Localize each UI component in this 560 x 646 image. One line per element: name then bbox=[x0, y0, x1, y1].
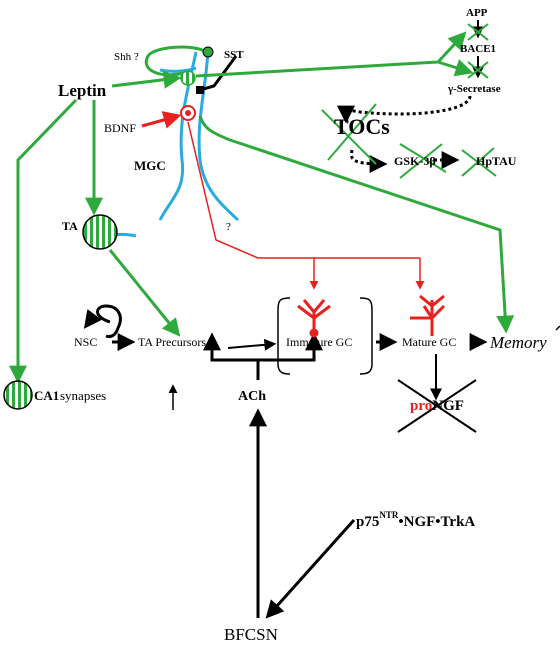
tocs-label: TOCs bbox=[334, 114, 390, 139]
bdnf-label: BDNF bbox=[104, 121, 136, 135]
sst-line bbox=[199, 55, 238, 92]
leptin-arrows bbox=[9, 31, 515, 384]
memory-up-arrow bbox=[555, 325, 560, 331]
shh-label: Shh ? bbox=[114, 51, 139, 63]
mature-gc-neuron-icon bbox=[410, 294, 446, 336]
ta-label: TA bbox=[62, 219, 78, 233]
progression-arrows bbox=[83, 304, 488, 619]
mgc-red-soma-core bbox=[185, 110, 191, 116]
ta-precursors-label: TA Precursors bbox=[138, 335, 206, 349]
ntr-superscript: NTR bbox=[379, 510, 399, 520]
bace1-label: BACE1 bbox=[460, 43, 496, 55]
ngf-trka-text: •NGF•TrkA bbox=[398, 514, 475, 530]
app-cascade bbox=[337, 20, 484, 173]
ngf-suffix: NGF bbox=[432, 398, 464, 414]
ca1-label: CA1 bbox=[34, 388, 59, 403]
red-arrows bbox=[141, 111, 425, 290]
gsk3b-label: GSK-3β bbox=[394, 154, 436, 168]
ach-label: ACh bbox=[238, 389, 266, 404]
mgc-label: MGC bbox=[134, 158, 166, 173]
immature-gc-bracket bbox=[277, 297, 373, 375]
sst-inhibitor-square bbox=[196, 86, 204, 94]
mgc-green-soma-icon bbox=[180, 70, 196, 86]
question-label: ? bbox=[226, 221, 231, 233]
immature-gc-label: Immature GC bbox=[286, 335, 352, 349]
app-label: APP bbox=[466, 7, 488, 19]
pro-ngf-label: proNGF bbox=[410, 398, 464, 414]
p75-text: p75 bbox=[356, 514, 379, 530]
bfcsn-label: BFCSN bbox=[224, 625, 278, 644]
hptau-label: HpTAU bbox=[476, 154, 517, 168]
nsc-label: NSC bbox=[74, 335, 97, 349]
p75-ngf-trka-label: p75NTR•NGF•TrkA bbox=[356, 510, 475, 530]
memory-label: Memory bbox=[489, 333, 547, 352]
pro-ngf-cross bbox=[397, 379, 477, 433]
synapses-label: synapses bbox=[60, 388, 106, 403]
gamma-secretase-label: γ-Secretase bbox=[447, 83, 501, 95]
crossed-out-marks bbox=[321, 23, 497, 179]
ta-cell-icon bbox=[82, 214, 118, 250]
pro-prefix: pro bbox=[410, 398, 432, 414]
sst-label: SST bbox=[224, 49, 244, 61]
leptin-label: Leptin bbox=[58, 81, 107, 100]
mature-gc-label: Mature GC bbox=[402, 335, 456, 349]
shh-node bbox=[202, 46, 214, 58]
ca1-cell-icon bbox=[3, 380, 33, 410]
immature-gc-neuron-icon bbox=[297, 299, 331, 338]
